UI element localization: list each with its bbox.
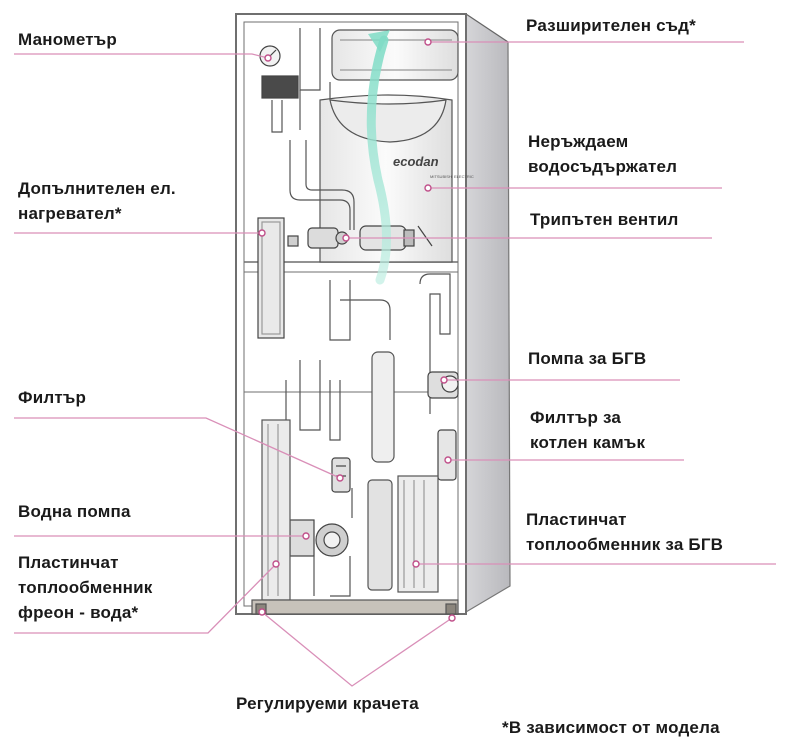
label-manometer: Манометър [18, 30, 117, 49]
label-heater-line1: Допълнителен ел. [18, 179, 176, 198]
freon-plate-hx [261, 419, 291, 601]
label-freon-hx-line2: топлообменник [18, 578, 153, 597]
label-dhw-hx-line1: Пластинчат [526, 510, 627, 529]
electric-heater [257, 217, 299, 339]
label-three-way-valve: Трипътен вентил [530, 210, 679, 229]
water-pump [289, 519, 349, 557]
leader-manometer [14, 53, 269, 59]
label-freon-hx-line3: фреон - вода* [18, 603, 139, 622]
top-piping [271, 28, 331, 133]
leader-filter [14, 417, 341, 479]
label-adjustable-feet: Регулируеми крачета [236, 694, 419, 713]
leader-points [258, 38, 456, 622]
footnote: *В зависимост от модела [502, 718, 720, 737]
leader-feet [261, 611, 453, 687]
label-freon-hx-line1: Пластинчат [18, 553, 119, 572]
label-tank-line1: Неръждаем [528, 132, 629, 151]
leader-freon-hx [14, 563, 277, 634]
flow-arrow [366, 30, 392, 285]
dhw-pump [427, 371, 459, 399]
label-expansion-vessel: Разширителен съд* [526, 16, 696, 35]
tank-pipe [289, 140, 355, 230]
mitsubishi-logo: MITSUBISHI ELECTRIC [430, 174, 474, 179]
dhw-plate-hx [367, 475, 439, 593]
expansion-vessel [331, 29, 459, 81]
cabinet-side-panel [465, 12, 511, 614]
label-scale-filter-line2: котлен камък [530, 433, 646, 452]
scale-filter [437, 429, 457, 481]
ecodan-logo: ecodan [393, 154, 439, 169]
label-dhw-hx-line2: топлообменник за БГВ [526, 535, 724, 554]
leader-lines [14, 41, 776, 687]
middle-piping [285, 273, 451, 463]
label-filter: Филтър [18, 388, 87, 407]
label-heater-line2: нагревател* [18, 204, 122, 223]
label-tank-line2: водосъдържател [528, 157, 678, 176]
cabinet-base [251, 599, 459, 615]
label-dhw-pump: Помпа за БГВ [528, 349, 647, 368]
label-water-pump: Водна помпа [18, 502, 131, 521]
stainless-tank: ecodan MITSUBISHI ELECTRIC [319, 94, 474, 263]
lower-piping [313, 488, 353, 597]
label-scale-filter-line1: Филтър за [530, 408, 622, 427]
